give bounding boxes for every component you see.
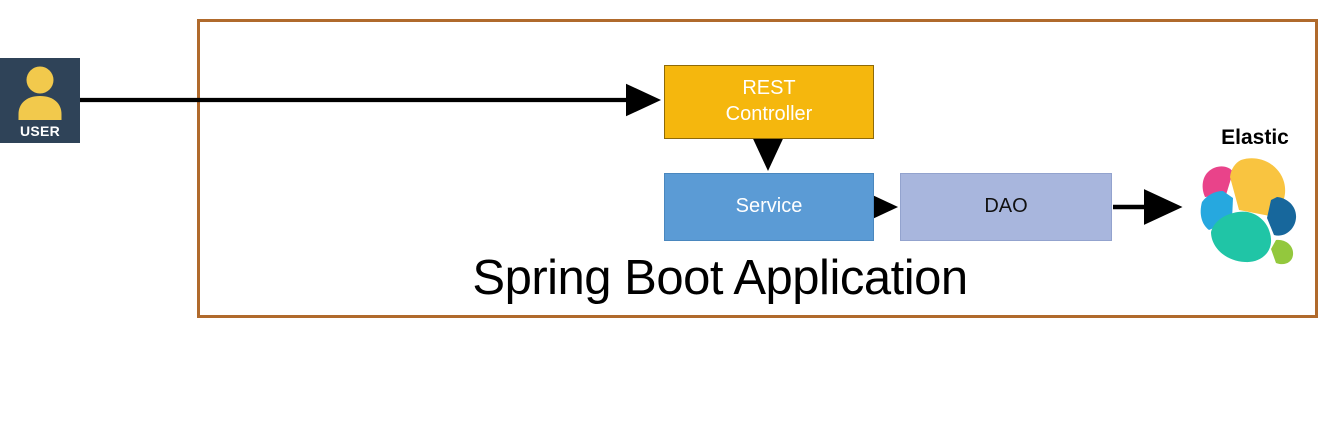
rest-controller-label-line1: REST: [742, 77, 796, 100]
rest-controller-label: REST Controller: [726, 76, 813, 127]
page-title: Spring Boot Application: [472, 251, 968, 305]
rest-controller-node[interactable]: REST Controller: [664, 65, 874, 139]
service-label: Service: [735, 195, 803, 218]
user-actor-label: USER: [19, 123, 61, 139]
dao-node[interactable]: DAO: [900, 173, 1112, 241]
user-person-icon: [18, 66, 62, 120]
elastic-label: Elastic: [1221, 126, 1289, 149]
elastic-logo-icon: [1200, 158, 1297, 265]
rest-controller-label-line2: Controller: [725, 103, 813, 125]
service-node[interactable]: Service: [664, 173, 874, 241]
spring-boot-application-container: [197, 19, 1318, 318]
dao-label: DAO: [984, 195, 1028, 218]
user-actor-node: USER: [0, 58, 80, 143]
